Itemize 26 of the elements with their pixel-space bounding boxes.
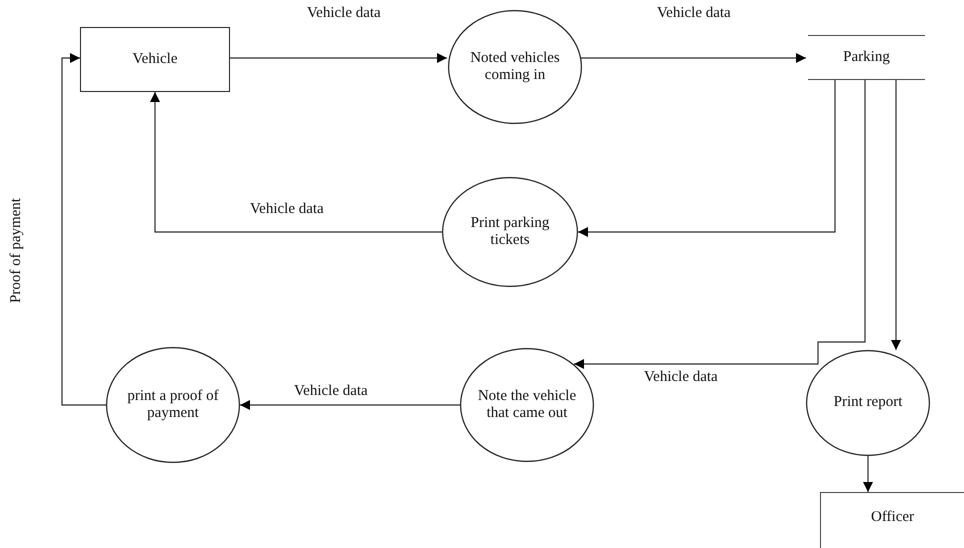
arrow [863,456,873,492]
arrow [578,80,836,237]
node-label: Officer [870,509,914,526]
node-label: print a proof of payment [126,388,220,422]
arrow [230,53,447,63]
process-circle [106,347,240,463]
process-circle [460,348,594,462]
process-circle [442,177,578,287]
edge-label: Proof of payment [8,197,24,305]
entity-box [80,27,230,92]
node-label: Parking [843,48,890,66]
arrow [240,400,460,410]
arrow [150,92,442,233]
node-label: Print report [834,394,902,412]
data-store [808,35,925,80]
arrow [581,53,806,63]
arrow [574,80,866,369]
process-circle [448,10,582,124]
arrow [61,53,106,406]
node-label: Print parking tickets [470,214,550,250]
arrow [891,80,901,350]
node-label: Vehicle [132,50,178,68]
node-label: Note the vehicle that came out [476,388,578,422]
node-label: Noted vehicles coming in [469,50,561,84]
process-circle [806,350,930,456]
entity-box [820,492,964,548]
